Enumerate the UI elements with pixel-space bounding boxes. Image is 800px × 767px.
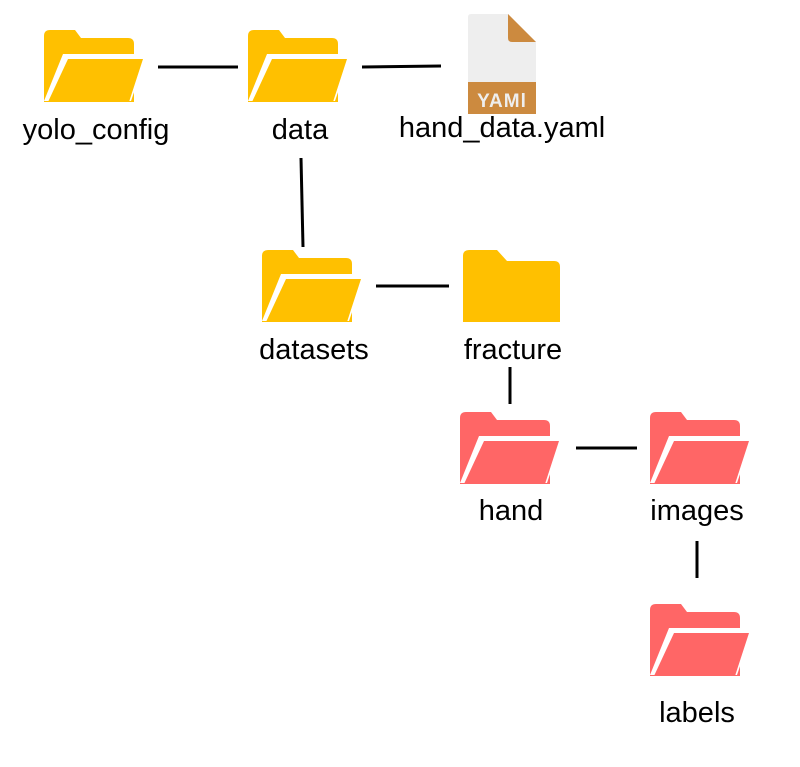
connectors [158, 64, 699, 578]
yaml-file-icon: YAMl [468, 14, 536, 114]
node-label: datasets [259, 334, 369, 366]
open-folder-icon [460, 412, 563, 484]
node-label: labels [659, 697, 735, 729]
open-folder-icon [44, 30, 147, 102]
node-label: yolo_config [23, 114, 170, 146]
node-hand[interactable]: hand [460, 412, 563, 527]
open-folder-icon [248, 30, 351, 102]
node-datasets[interactable]: datasets [259, 250, 369, 366]
node-data[interactable]: data [248, 30, 351, 146]
node-label: fracture [464, 334, 562, 366]
node-label: hand [479, 495, 544, 527]
file-type-badge: YAMl [477, 91, 527, 112]
closed-folder-icon [463, 250, 560, 322]
node-labels[interactable]: labels [650, 604, 753, 729]
node-label: hand_data.yaml [399, 112, 605, 144]
node-label: data [272, 114, 329, 146]
connector-data-yaml [361, 64, 442, 69]
open-folder-icon [262, 250, 365, 322]
node-images[interactable]: images [650, 412, 753, 527]
open-folder-icon [650, 412, 753, 484]
node-label: images [650, 495, 744, 527]
node-yolo-config[interactable]: yolo_config [23, 30, 170, 146]
connector-data-datasets [299, 157, 305, 248]
open-folder-icon [650, 604, 753, 676]
node-hand-data-yaml[interactable]: YAMl hand_data.yaml [399, 14, 605, 144]
node-fracture[interactable]: fracture [463, 250, 562, 366]
